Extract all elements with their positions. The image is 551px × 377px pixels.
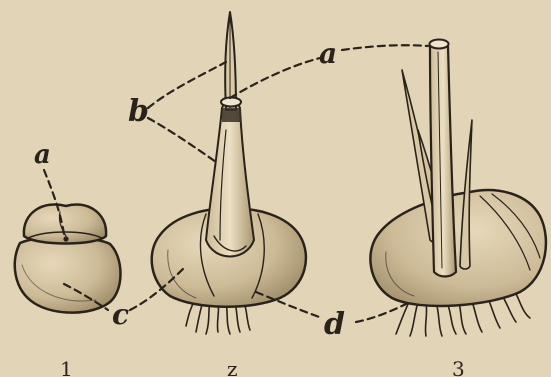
label-a-figure-1: a — [34, 140, 51, 170]
label-c: c — [112, 298, 129, 331]
bulb-3-cut-top — [430, 40, 449, 49]
label-b: b — [128, 94, 149, 129]
bulb-1-body — [15, 237, 121, 313]
bulb-2-cut-ring — [221, 98, 241, 107]
bulb-figure-2 — [152, 12, 306, 334]
bulb-3-stem — [430, 46, 456, 277]
bulb-1-eye — [63, 236, 68, 241]
figure-number-2: z — [227, 357, 238, 377]
label-d: d — [324, 307, 345, 342]
bulb-figure-3 — [370, 40, 546, 337]
bulb-figure-1 — [15, 204, 121, 312]
figure-number-3: 3 — [452, 357, 465, 377]
label-a-top: a — [319, 37, 337, 70]
bulb-3-body — [370, 190, 546, 306]
bulb-2-sheath — [206, 101, 254, 257]
figure-number-1: 1 — [60, 357, 73, 377]
